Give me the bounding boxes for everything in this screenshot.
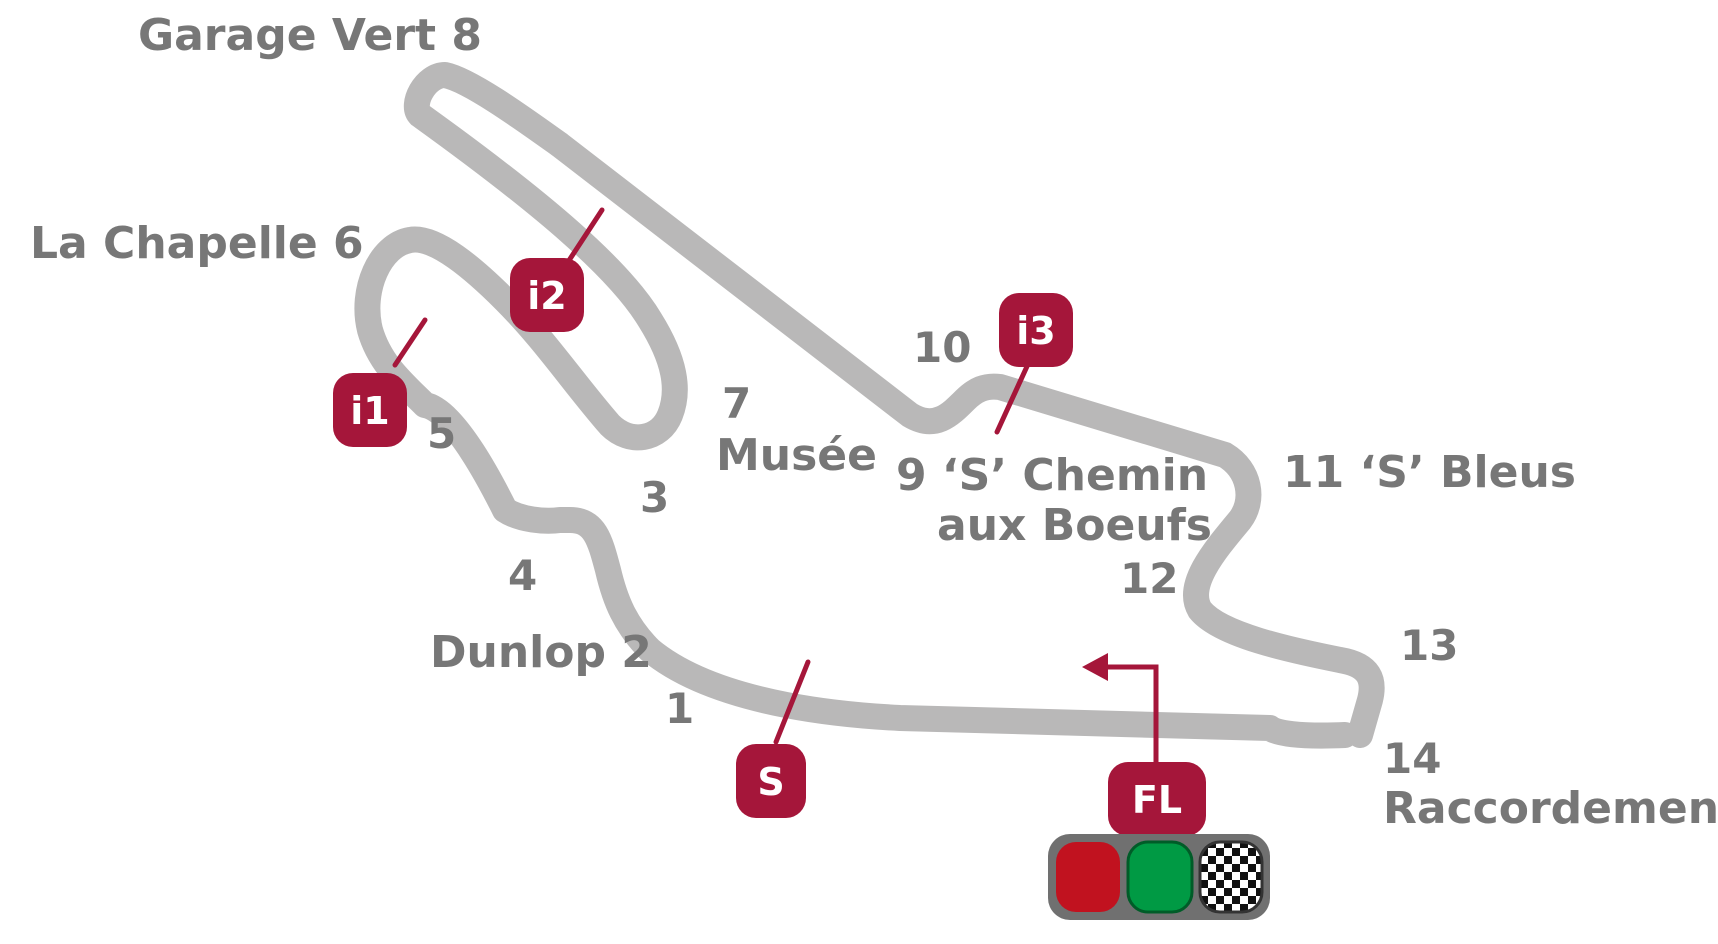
corner-label-2: Dunlop 2	[430, 627, 652, 678]
marker-i1: i1	[333, 373, 407, 447]
corner-label-9-line1: 9 ‘S’ Chemin	[896, 450, 1208, 501]
corner-label-12: 12	[1120, 554, 1178, 603]
track-outline	[354, 62, 1385, 749]
corner-label-7-name: Musée	[716, 430, 877, 481]
marker-i3: i3	[999, 293, 1073, 367]
svg-text:i3: i3	[1016, 309, 1055, 353]
red-light-icon	[1056, 842, 1120, 912]
corner-label-10: 10	[913, 323, 971, 372]
svg-text:S: S	[757, 760, 784, 804]
corner-label-6: La Chapelle 6	[30, 218, 364, 269]
marker-finish-line: FL	[1108, 762, 1206, 836]
marker-leaders	[392, 207, 1159, 765]
corner-label-11: 11 ‘S’ Bleus	[1283, 447, 1576, 498]
svg-text:i1: i1	[350, 389, 389, 433]
corner-label-1: 1	[665, 684, 694, 733]
corner-label-9-line2: aux Boeufs	[937, 500, 1212, 551]
corner-label-3: 3	[640, 473, 669, 522]
finish-arrow-icon	[1082, 653, 1108, 681]
svg-text:FL: FL	[1132, 778, 1182, 822]
checkered-flag-icon	[1198, 840, 1264, 914]
corner-label-8: Garage Vert 8	[138, 10, 482, 61]
marker-start: S	[736, 744, 806, 818]
start-lights	[1048, 834, 1270, 920]
corner-label-4: 4	[508, 551, 537, 600]
svg-text:i2: i2	[527, 274, 566, 318]
corner-label-14: 14	[1383, 734, 1441, 783]
corner-label-5: 5	[427, 409, 456, 458]
corner-label-13: 13	[1400, 621, 1458, 670]
corner-label-7: 7	[722, 379, 751, 428]
corner-label-14-name: Raccordement	[1383, 783, 1718, 834]
corner-labels: 1 Dunlop 2 3 4 5 La Chapelle 6 7 Musée G…	[30, 10, 1718, 834]
marker-i2: i2	[510, 258, 584, 332]
green-light-icon	[1126, 840, 1194, 914]
